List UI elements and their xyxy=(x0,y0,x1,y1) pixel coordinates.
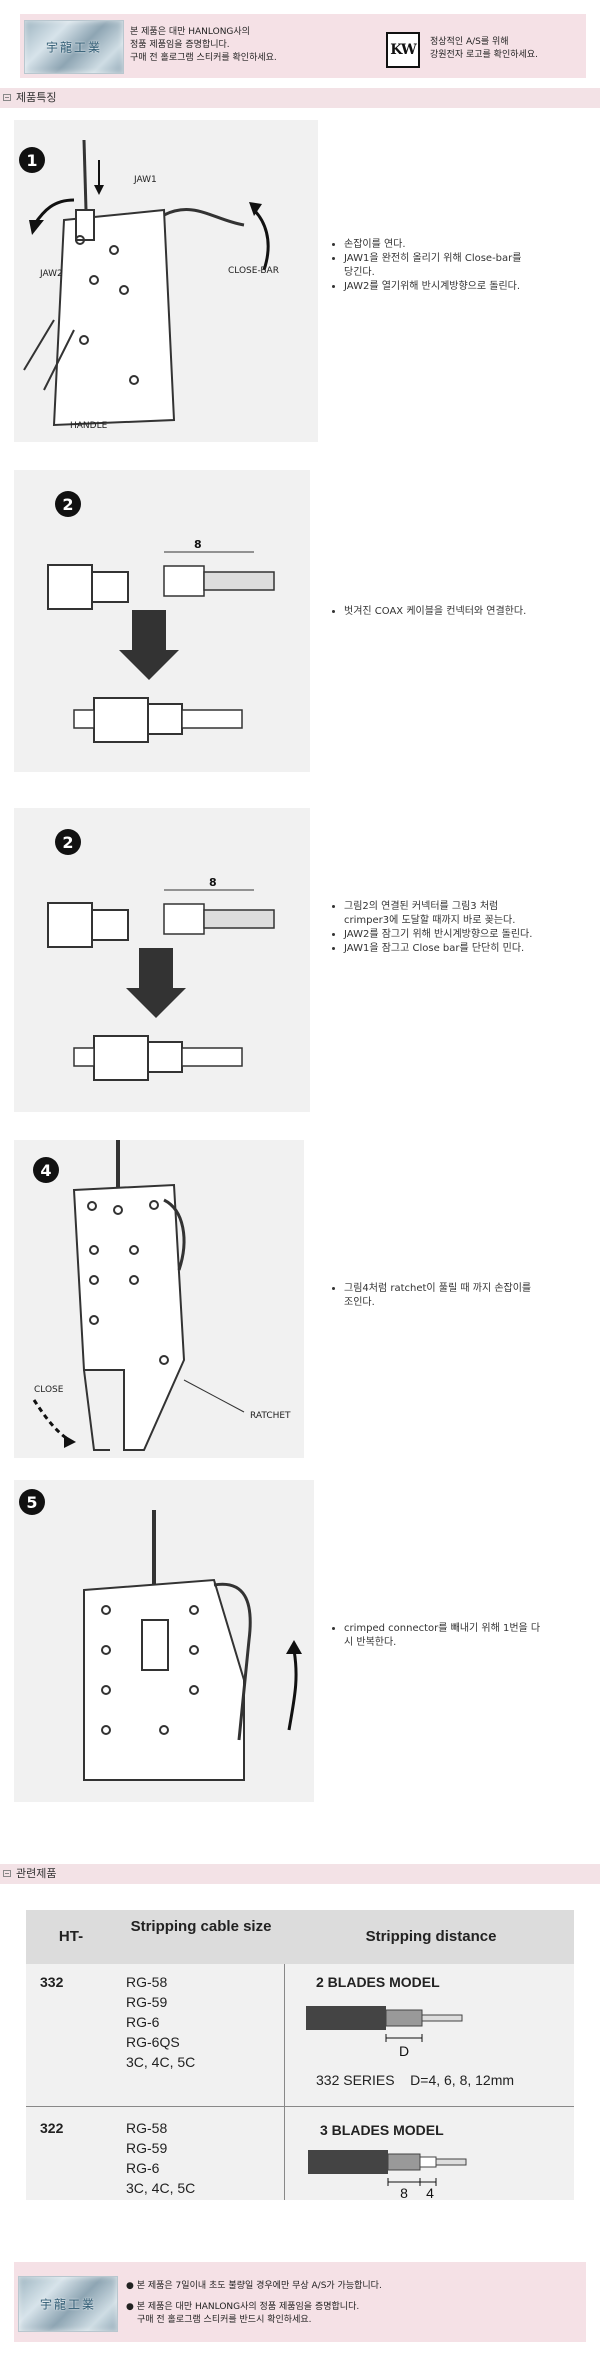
svg-text:2: 2 xyxy=(62,495,73,514)
svg-text:4: 4 xyxy=(40,1161,51,1180)
list-item: 벗겨진 COAX 케이블을 컨넥터와 연결한다. xyxy=(344,605,532,619)
row-332-model: 332 xyxy=(40,1974,64,1990)
notice-line: ● 본 제품은 대만 HANLONG사의 정품 제품임을 증명합니다. xyxy=(126,2302,360,2312)
kw-logo-text: KW xyxy=(390,42,416,58)
related-products-table: HT- Stripping cable size Stripping dista… xyxy=(26,1910,574,2200)
list-item: JAW1을 완전히 올리기 위해 Close-bar를 당긴다. xyxy=(344,252,532,280)
genuine-line-2: 정품 제품임을 증명합니다. xyxy=(130,40,230,50)
blade-model-2: 2 BLADES MODEL xyxy=(316,1974,440,1990)
genuine-line-1: 본 제품은 대만 HANLONG사의 xyxy=(130,27,250,37)
notice-line-1: 본 제품은 7일이내 초도 불량일 경우에만 무상 A/S가 가능합니다. xyxy=(136,2281,382,2291)
step-2-figure: 2 8 xyxy=(14,470,310,772)
header-model: HT- xyxy=(58,1928,84,1945)
step-3-instructions: 그림2의 연결된 커넥터를 그림3 처럼 crimper3에 도달할 때까지 바… xyxy=(332,900,542,956)
section-icon xyxy=(3,94,11,101)
notice-line-2: 본 제품은 대만 HANLONG사의 정품 제품임을 증명합니다. xyxy=(136,2302,360,2312)
crimper-closed-illustration: 4 CLOSE RATCHET xyxy=(32,1140,291,1451)
as-line-2: 강원전자 로고를 확인하세요. xyxy=(430,50,538,60)
cable-size: RG-6 xyxy=(126,2160,160,2176)
notice-line: ● 본 제품은 7일이내 초도 불량일 경우에만 무상 A/S가 가능합니다. xyxy=(126,2281,382,2291)
svg-text:RATCHET: RATCHET xyxy=(250,1411,291,1421)
list-item: 그림4처럼 ratchet이 풀릴 때 까지 손잡이를 조인다. xyxy=(344,1282,542,1310)
section-title: 제품특징 xyxy=(16,91,57,104)
svg-text:8: 8 xyxy=(194,538,202,551)
crimper-release-illustration: 5 xyxy=(19,1489,302,1781)
cable-size: RG-59 xyxy=(126,1994,168,2010)
svg-text:CLOSE: CLOSE xyxy=(34,1385,64,1395)
series-note: 332 SERIES D=4, 6, 8, 12mm xyxy=(316,2072,515,2088)
cable-size: RG-58 xyxy=(126,2120,168,2136)
genuine-notice: 본 제품은 대만 HANLONG사의 정품 제품임을 증명합니다. 구매 전 홀… xyxy=(130,26,330,65)
list-item: crimped connector를 빼내기 위해 1번을 다시 반복한다. xyxy=(344,1622,542,1650)
cable-size: RG-6 xyxy=(126,2014,160,2030)
svg-text:JAW2: JAW2 xyxy=(39,269,63,279)
notice-line: 구매 전 홀로그램 스티커를 반드시 확인하세요. xyxy=(126,2314,576,2327)
cable-size: 3C, 4C, 5C xyxy=(126,2054,196,2070)
section-title: 관련제품 xyxy=(16,1867,57,1880)
cable-size: RG-6QS xyxy=(126,2034,180,2050)
row-322-model: 322 xyxy=(40,2120,64,2136)
list-item: 손잡이를 연다. xyxy=(344,238,532,252)
svg-text:1: 1 xyxy=(26,151,37,170)
top-banner: 宇龍工業 본 제품은 대만 HANLONG사의 정품 제품임을 증명합니다. 구… xyxy=(20,14,586,78)
table-header-row: HT- Stripping cable size Stripping dista… xyxy=(26,1910,574,1964)
row-divider xyxy=(26,2106,574,2107)
crimper-open-illustration: 1 JAW1 JAW2 CLOSE-BAR HANDLE xyxy=(19,139,279,431)
step-4-instructions: 그림4처럼 ratchet이 풀릴 때 까지 손잡이를 조인다. xyxy=(332,1282,542,1310)
connector-illustration: 2 8 xyxy=(47,829,275,1081)
svg-text:JAW1: JAW1 xyxy=(133,175,157,185)
bottom-banner: 宇龍工業 ● 본 제품은 7일이내 초도 불량일 경우에만 무상 A/S가 가능… xyxy=(14,2262,586,2342)
step-5-figure: 5 xyxy=(14,1480,314,1802)
step-4-figure: 4 CLOSE RATCHET xyxy=(14,1140,304,1458)
row-322-cables: RG-58 RG-59 RG-6 3C, 4C, 5C xyxy=(126,2118,195,2198)
svg-text:CLOSE-BAR: CLOSE-BAR xyxy=(228,266,279,276)
list-item: JAW2를 잠그기 위해 반시계방향으로 돌린다. xyxy=(344,928,542,942)
list-item: JAW2를 열기위해 반시계방향으로 돌린다. xyxy=(344,280,532,294)
step-1-figure: 1 JAW1 JAW2 CLOSE-BAR HANDLE xyxy=(14,120,318,442)
kw-logo: KW xyxy=(386,32,420,68)
header-cable-size: Stripping cable size xyxy=(130,1918,272,1935)
as-line-1: 정상적인 A/S를 위해 xyxy=(430,37,509,47)
hologram-text: 宇龍工業 xyxy=(45,40,102,55)
step-1-instructions: 손잡이를 연다. JAW1을 완전히 올리기 위해 Close-bar를 당긴다… xyxy=(332,238,532,294)
hologram-text: 宇龍工業 xyxy=(39,2297,96,2312)
cable-size: 3C, 4C, 5C xyxy=(126,2180,196,2196)
svg-text:8: 8 xyxy=(400,2185,408,2200)
as-notice: 정상적인 A/S를 위해 강원전자 로고를 확인하세요. xyxy=(430,36,580,62)
svg-text:5: 5 xyxy=(26,1493,37,1512)
three-blade-cable-diagram: 8 4 xyxy=(308,2150,467,2200)
table-divider xyxy=(284,1964,285,2200)
svg-text:HANDLE: HANDLE xyxy=(70,421,108,431)
list-item: JAW1을 잠그고 Close bar를 단단히 민다. xyxy=(344,942,542,956)
two-blade-cable-diagram: D xyxy=(306,2006,463,2058)
genuine-line-3: 구매 전 홀로그램 스티커를 확인하세요. xyxy=(130,53,277,63)
step-2-instructions: 벗겨진 COAX 케이블을 컨넥터와 연결한다. xyxy=(332,605,532,619)
svg-text:8: 8 xyxy=(209,876,217,889)
cable-size: RG-58 xyxy=(126,1974,168,1990)
row-332-cables: RG-58 RG-59 RG-6 RG-6QS 3C, 4C, 5C xyxy=(126,1972,195,2072)
blade-model-3: 3 BLADES MODEL xyxy=(320,2122,444,2138)
list-item: 그림2의 연결된 커넥터를 그림3 처럼 crimper3에 도달할 때까지 바… xyxy=(344,900,542,928)
bottom-notice: ● 본 제품은 7일이내 초도 불량일 경우에만 무상 A/S가 가능합니다. … xyxy=(126,2280,576,2327)
svg-text:4: 4 xyxy=(426,2185,434,2200)
header-distance: Stripping distance xyxy=(365,1928,497,1945)
connector-illustration: 2 8 xyxy=(47,491,275,743)
step-5-instructions: crimped connector를 빼내기 위해 1번을 다시 반복한다. xyxy=(332,1622,542,1650)
hologram-sticker: 宇龍工業 xyxy=(18,2276,118,2332)
hologram-sticker: 宇龍工業 xyxy=(24,20,124,74)
step-3-figure: 2 8 xyxy=(14,808,310,1112)
cable-size: RG-59 xyxy=(126,2140,168,2156)
svg-text:D: D xyxy=(399,2043,409,2058)
notice-line-3: 구매 전 홀로그램 스티커를 반드시 확인하세요. xyxy=(137,2315,312,2325)
section-header-features: 제품특징 xyxy=(0,88,600,108)
section-icon xyxy=(3,1870,11,1877)
section-header-related: 관련제품 xyxy=(0,1864,600,1884)
svg-text:2: 2 xyxy=(62,833,73,852)
